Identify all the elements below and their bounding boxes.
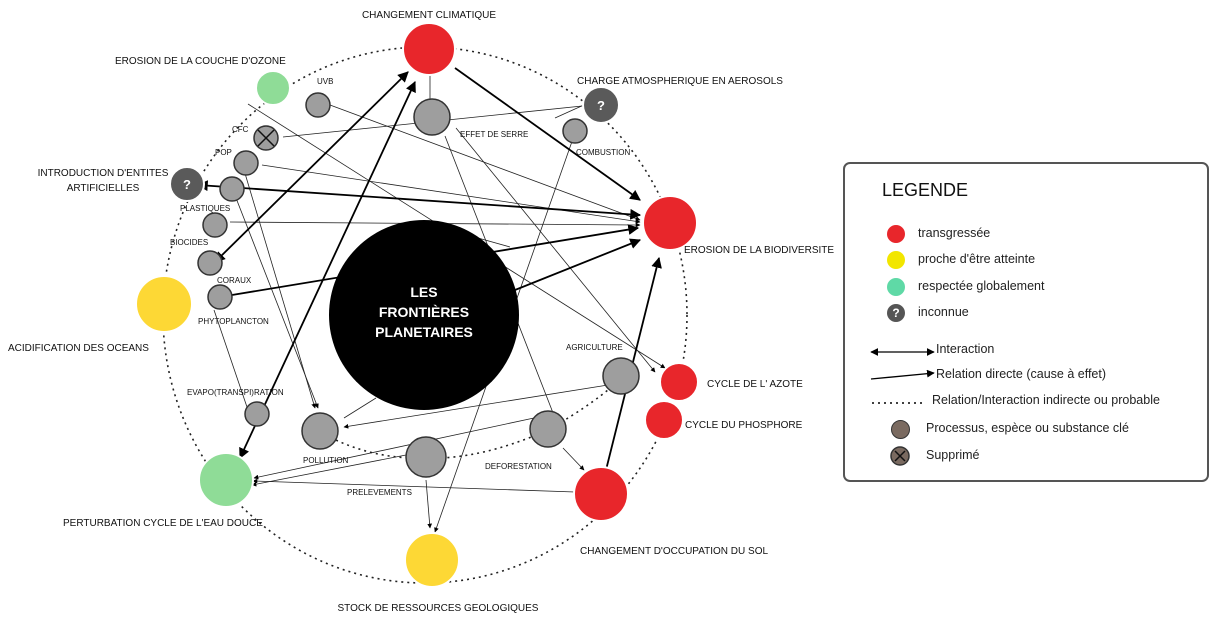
legend-item-unknown: ? inconnue (854, 303, 1197, 323)
label-geo-resources: STOCK DE RESSOURCES GEOLOGIQUES (338, 603, 539, 614)
legend-label-interaction: Interaction (936, 342, 995, 356)
label-nitrogen: CYCLE DE L' AZOTE (707, 379, 803, 390)
legend-item-indirect: Relation/Interaction indirecte ou probab… (854, 391, 1197, 411)
legend-panel: LEGENDE transgressée proche d'être attei… (843, 162, 1209, 482)
process-effet-serre[interactable] (413, 98, 451, 136)
label-combustion: COMBUSTION (576, 148, 630, 157)
node-aerosols[interactable] (582, 86, 620, 124)
label-cfc: CFC (232, 125, 249, 134)
label-coraux: CORAUX (217, 276, 252, 285)
process-phytoplancton[interactable] (207, 284, 233, 310)
label-prelevements: PRELEVEMENTS (347, 488, 412, 497)
label-climate-change: CHANGEMENT CLIMATIQUE (362, 10, 496, 21)
label-phytoplancton: PHYTOPLANCTON (198, 317, 269, 326)
legend-label-respected: respectée globalement (918, 279, 1045, 293)
label-pop: POP (215, 148, 232, 157)
red-dot-icon (887, 225, 905, 243)
node-nitrogen[interactable] (659, 362, 699, 402)
removed-circle-icon (890, 446, 910, 466)
legend-item-respected: respectée globalement (854, 277, 1197, 297)
process-plastiques[interactable] (219, 176, 245, 202)
label-plastiques: PLASTIQUES (180, 204, 230, 213)
legend-item-direct: Relation directe (cause à effet) (854, 365, 1197, 385)
label-phosphorus: CYCLE DU PHOSPHORE (685, 420, 803, 431)
process-deforestation[interactable] (529, 410, 567, 448)
node-geo-resources[interactable] (404, 532, 460, 588)
node-ozone[interactable] (255, 70, 291, 106)
process-pollution[interactable] (301, 412, 339, 450)
node-biodiversity[interactable] (642, 195, 698, 251)
question-icon: ? (887, 304, 905, 322)
label-biocides: BIOCIDES (170, 238, 208, 247)
legend-label-direct: Relation directe (cause à effet) (936, 367, 1107, 381)
node-landuse[interactable] (573, 466, 629, 522)
label-aerosols: CHARGE ATMOSPHERIQUE EN AEROSOLS (577, 76, 783, 87)
label-effet-serre: EFFET DE SERRE (460, 130, 528, 139)
entities-unknown-icon: ? (183, 177, 191, 192)
legend-item-process: Processus, espèce ou substance clé (854, 419, 1197, 439)
legend-label-transgressed: transgressée (918, 226, 991, 240)
legend-item-transgressed: transgressée (854, 224, 1197, 244)
process-biocides-2[interactable] (197, 250, 223, 276)
process-prelevements[interactable] (405, 436, 447, 478)
legend-label-unknown: inconnue (918, 305, 969, 319)
node-climate-change[interactable] (402, 22, 456, 76)
process-biocides-1[interactable] (202, 212, 228, 238)
node-acidification[interactable] (135, 275, 193, 333)
legend-item-near: proche d'être atteinte (854, 250, 1197, 270)
process-combustion[interactable] (562, 118, 588, 144)
label-entities-line2: ARTIFICIELLES (67, 183, 140, 194)
process-pop[interactable] (233, 150, 259, 176)
label-freshwater: PERTURBATION CYCLE DE L'EAU DOUCE (63, 518, 263, 529)
label-agriculture: AGRICULTURE (566, 343, 623, 352)
label-deforestation: DEFORESTATION (485, 462, 552, 471)
node-phosphorus[interactable] (644, 400, 684, 440)
node-freshwater[interactable] (198, 452, 254, 508)
legend-label-removed: Supprimé (926, 448, 980, 462)
center-title-line1: LES (410, 284, 437, 300)
process-uvb[interactable] (305, 92, 331, 118)
legend-label-near: proche d'être atteinte (918, 252, 1036, 266)
label-pollution: POLLUTION (303, 456, 349, 465)
node-artificial-entities[interactable] (169, 166, 205, 202)
process-agriculture[interactable] (602, 357, 640, 395)
process-evapo[interactable] (244, 401, 270, 427)
process-circle-icon (891, 420, 910, 439)
cfc-removed-icon (257, 129, 275, 147)
legend-label-process: Processus, espèce ou substance clé (926, 421, 1129, 435)
dotted-line-icon (872, 402, 926, 404)
aerosols-unknown-icon: ? (597, 98, 605, 113)
label-uvb: UVB (317, 77, 333, 86)
label-ozone: EROSION DE LA COUCHE D'OZONE (115, 56, 286, 67)
arrow-icon (870, 369, 935, 380)
legend-title: LEGENDE (882, 180, 969, 200)
label-entities-line1: INTRODUCTION D'ENTITES (38, 168, 169, 179)
center-circle (329, 220, 519, 410)
label-landuse: CHANGEMENT D'OCCUPATION DU SOL (580, 546, 768, 557)
legend-inner: LEGENDE transgressée proche d'être attei… (854, 174, 1197, 466)
green-dot-icon (887, 278, 905, 296)
center-title-line2: FRONTIÈRES (379, 304, 469, 320)
center-title-line3: PLANETAIRES (375, 324, 473, 340)
label-biodiversity: EROSION DE LA BIODIVERSITE (684, 245, 834, 256)
legend-label-indirect: Relation/Interaction indirecte ou probab… (932, 393, 1160, 407)
label-acidification: ACIDIFICATION DES OCEANS (8, 343, 149, 354)
yellow-dot-icon (887, 251, 905, 269)
double-arrow-icon (870, 348, 935, 356)
legend-item-interaction: Interaction (854, 340, 1197, 360)
label-evapo: EVAPO(TRANSPI)RATION (187, 388, 284, 397)
legend-item-removed: Supprimé (854, 446, 1197, 466)
